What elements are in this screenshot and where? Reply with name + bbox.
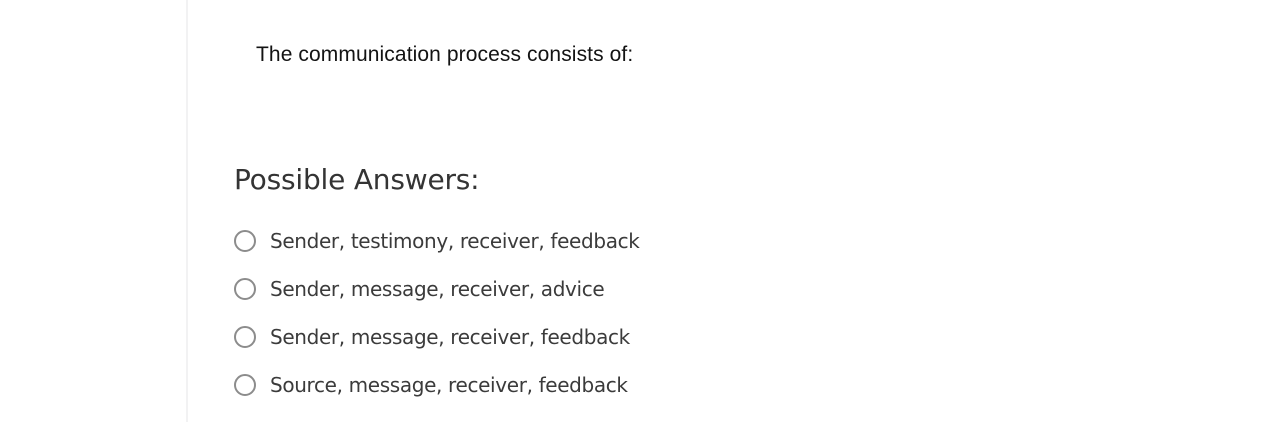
answer-option-label: Source, message, receiver, feedback <box>270 373 628 397</box>
left-gutter <box>0 0 186 422</box>
radio-button-icon[interactable] <box>234 278 256 300</box>
answer-option[interactable]: Sender, message, receiver, advice <box>234 265 934 313</box>
radio-button-icon[interactable] <box>234 326 256 348</box>
answer-option[interactable]: Sender, message, receiver, feedback <box>234 313 934 361</box>
answer-option-label: Sender, testimony, receiver, feedback <box>270 229 640 253</box>
answer-options-list: Sender, testimony, receiver, feedback Se… <box>234 217 934 409</box>
answer-option[interactable]: Sender, testimony, receiver, feedback <box>234 217 934 265</box>
question-panel: The communication process consists of: P… <box>188 0 1284 422</box>
answer-option-label: Sender, message, receiver, feedback <box>270 325 630 349</box>
answer-option[interactable]: Source, message, receiver, feedback <box>234 361 934 409</box>
radio-button-icon[interactable] <box>234 374 256 396</box>
radio-button-icon[interactable] <box>234 230 256 252</box>
answer-option-label: Sender, message, receiver, advice <box>270 277 605 301</box>
question-stem: The communication process consists of: <box>256 43 634 66</box>
vertical-divider <box>186 0 188 422</box>
possible-answers-heading: Possible Answers: <box>234 163 480 196</box>
